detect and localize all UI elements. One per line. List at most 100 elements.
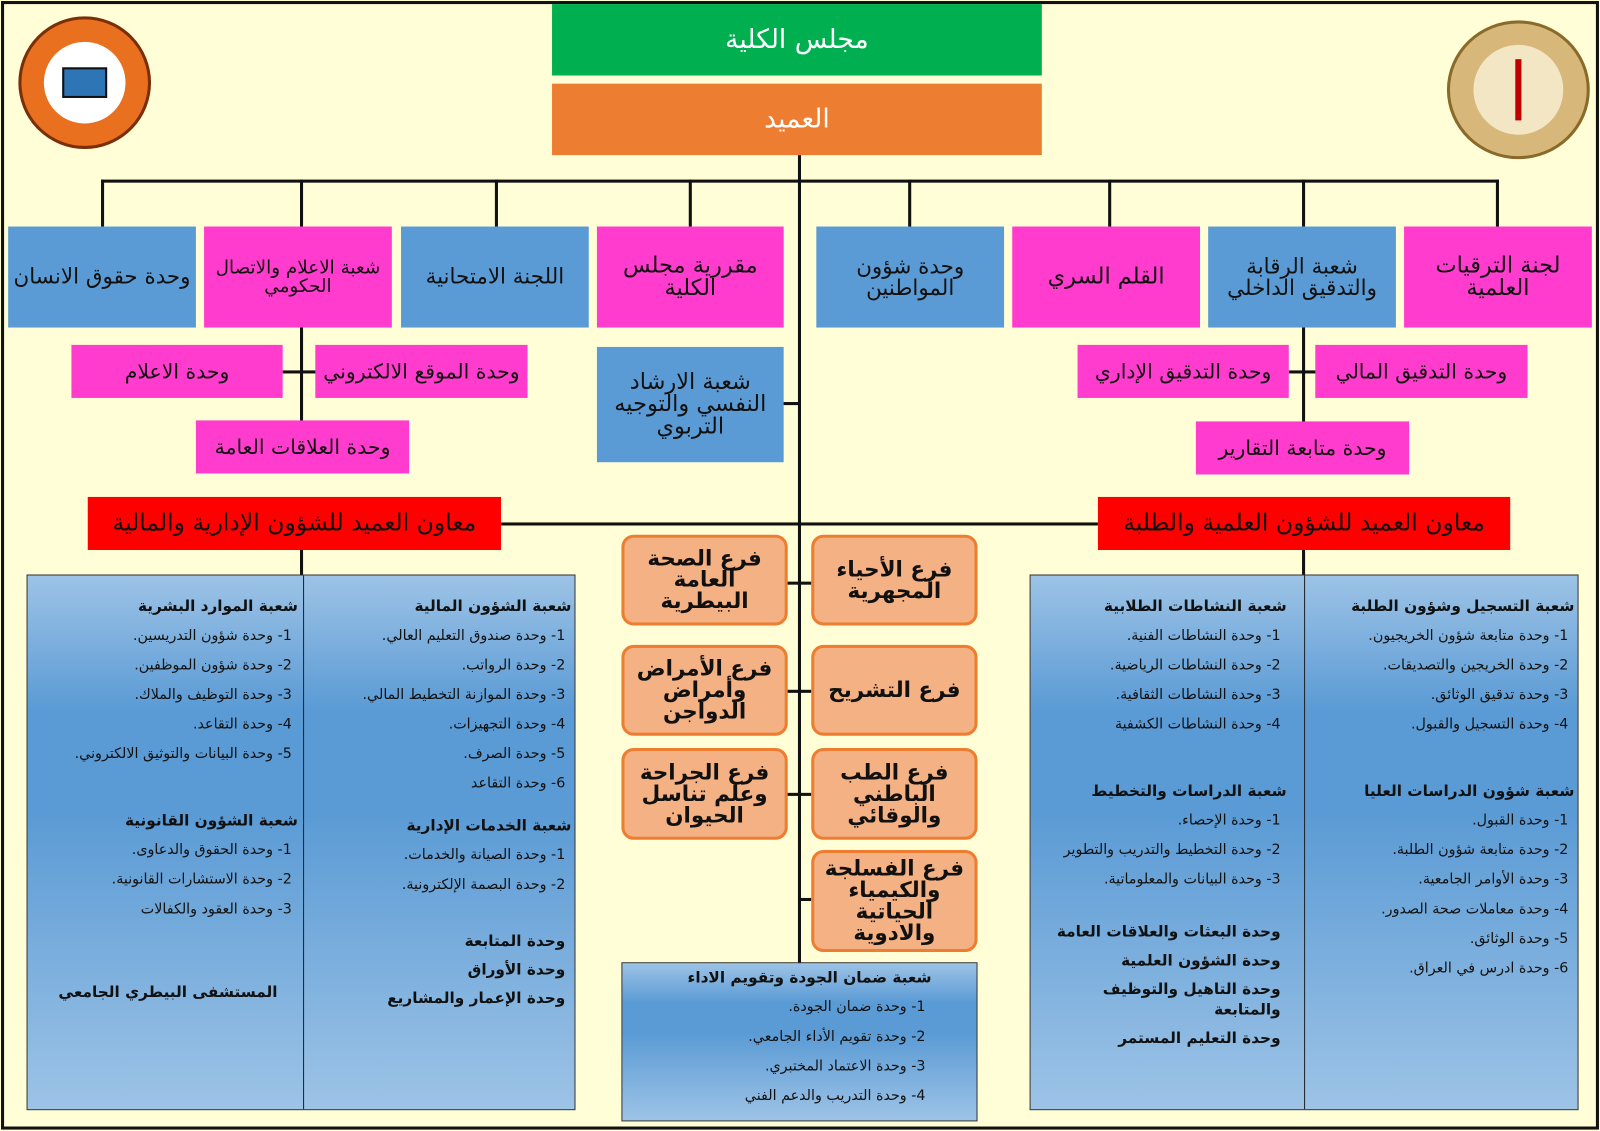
- list-item: 3- وحدة الاعتماد المختبري.: [764, 1058, 926, 1075]
- list-item: 2- وحدة البصمة الإلكترونية.: [401, 876, 566, 893]
- list-item: 1- وحدة شؤون التدريسين.: [133, 627, 292, 644]
- media-division-box[interactable]: شعبة الاعلام والاتصال الحكومي: [204, 226, 392, 328]
- unit-item: وحدة التعليم المستمر: [1118, 1028, 1281, 1047]
- list-item: 1- وحدة متابعة شؤون الخريجيون.: [1368, 627, 1569, 644]
- media-unit-box[interactable]: وحدة الاعلام: [71, 344, 283, 398]
- scientific-panel: شعبة التسجيل وشؤون الطلبة 1- وحدة متابعة…: [1029, 574, 1579, 1111]
- list-item: 2- وحدة الاستشارات القانونية.: [111, 871, 292, 888]
- connector: [786, 792, 812, 796]
- section-title: شعبة الخدمات الإدارية: [406, 816, 572, 835]
- item-list: 1- وحدة الحقوق والدعاوى. 2- وحدة الاستشار…: [28, 836, 302, 925]
- university-of-mosul-logo: [18, 16, 152, 149]
- section-title: شعبة الدراسات والتخطيط: [1091, 781, 1287, 800]
- section-title: شعبة التسجيل وشؤون الطلبة: [1351, 596, 1575, 616]
- financial-audit-unit-box[interactable]: وحدة التدقيق المالي: [1315, 344, 1528, 398]
- branch-label: فرع الأحياء المجهرية: [836, 556, 953, 603]
- list-item: 4- وحدة التسجيل والقبول.: [1410, 716, 1569, 733]
- unit-label: شعبة الارشاد النفسي والتوجيه التربوي: [614, 368, 767, 440]
- unit-item: وحدة البعثات والعلاقات العامة: [1056, 922, 1281, 941]
- branch-label: فرع الصحة العامة البيطرية: [647, 545, 762, 614]
- connector: [101, 179, 105, 227]
- list-item: 2- وحدة النشاطات الرياضية.: [1109, 657, 1281, 674]
- connector: [282, 370, 317, 374]
- connector: [299, 179, 304, 227]
- unit-item: وحدة المتابعة: [464, 931, 566, 950]
- connector: [1288, 370, 1317, 374]
- list-item: 6- وحدة ادرس في العراق.: [1409, 960, 1569, 977]
- reports-unit-box[interactable]: وحدة متابعة التقارير: [1195, 421, 1410, 475]
- list-item: 1- وحدة القبول.: [1472, 812, 1569, 829]
- branch-label: فرع الجراحة وعلم تناسل الحيوان: [639, 759, 770, 828]
- list-item: 1- وحدة الحقوق والدعاوى.: [131, 841, 292, 859]
- list-item: 3- وحدة الأوامر الجامعية.: [1418, 871, 1569, 888]
- list-item: 5- وحدة البيانات والتوثيق الالكتروني.: [74, 745, 292, 763]
- item-list: 1- وحدة النشاطات الفنية. 2- وحدة النشاطات…: [1031, 621, 1291, 739]
- branch-physiology[interactable]: فرع الفسلجة والكيمياء الحياتية والادوية: [811, 849, 978, 953]
- connector: [688, 179, 692, 227]
- list-item: 5- وحدة الصرف.: [463, 745, 566, 763]
- branch-anatomy[interactable]: فرع التشريح: [811, 644, 978, 736]
- veterinary-college-logo: [1446, 20, 1590, 160]
- branch-label: فرع الفسلجة والكيمياء الحياتية والادوية: [824, 856, 965, 945]
- human-rights-unit-box[interactable]: وحدة حقوق الانسان: [8, 226, 196, 328]
- unit-label: وحدة حقوق الانسان: [13, 264, 191, 289]
- list-item: 2- وحدة الرواتب.: [461, 657, 566, 674]
- college-council-label: مجلس الكلية: [725, 24, 869, 56]
- item-list: 1- وحدة الصيانة والخدمات.2- وحدة البصمة …: [305, 841, 575, 900]
- assistant-dean-scientific-box[interactable]: معاون العميد للشؤون العلمية والطلبة: [1097, 496, 1511, 550]
- college-council-box[interactable]: مجلس الكلية: [552, 4, 1042, 76]
- divider: [303, 575, 305, 1110]
- list-item: 1- وحدة ضمان الجودة.: [788, 998, 926, 1016]
- branch-surgery[interactable]: فرع الجراحة وعلم تناسل الحيوان: [621, 747, 788, 840]
- confidential-office-box[interactable]: القلم السري: [1012, 226, 1200, 328]
- assistant-dean-admin-box[interactable]: معاون العميد للشؤون الإدارية والمالية: [87, 496, 502, 550]
- counseling-division-box[interactable]: شعبة الارشاد النفسي والتوجيه التربوي: [596, 346, 784, 463]
- main-connector: [797, 155, 802, 964]
- section-title: شعبة الشؤون القانونية: [124, 811, 298, 830]
- list-item: 1- وحدة النشاطات الفنية.: [1126, 627, 1281, 644]
- dean-label: العميد: [764, 104, 830, 135]
- dean-box[interactable]: العميد: [552, 83, 1042, 156]
- item-list: 1- وحدة الإحصاء.2- وحدة التخطيط والتدريب…: [1031, 806, 1291, 895]
- connector: [299, 549, 304, 576]
- branch-public-health[interactable]: فرع الصحة العامة البيطرية: [621, 534, 788, 626]
- branch-label: فرع الأمراض وأمراض الدواجن: [636, 656, 773, 724]
- unit-label: لجنة الترقيات العلمية: [1435, 252, 1561, 301]
- unit-label: القلم السري: [1047, 263, 1165, 290]
- branch-label: فرع الطب الباطني والوقائي: [840, 759, 949, 828]
- list-item: 5- وحدة الوثائق.: [1469, 930, 1569, 947]
- unit-label: وحدة الموقع الالكتروني: [323, 359, 520, 384]
- quality-column: شعبة ضمان الجودة وتقويم الاداء 1- وحدة ض…: [622, 963, 935, 1120]
- website-unit-box[interactable]: وحدة الموقع الالكتروني: [315, 344, 528, 398]
- connector: [908, 179, 912, 227]
- list-item: 1- وحدة صندوق التعليم العالي.: [381, 627, 566, 644]
- unit-label: مقررية مجلس الكلية: [623, 252, 758, 301]
- connector: [1108, 179, 1112, 227]
- item-list: 1- وحدة شؤون التدريسين.2- وحدة شؤون المو…: [28, 621, 302, 769]
- promotions-committee-box[interactable]: لجنة الترقيات العلمية: [1404, 226, 1592, 328]
- admin-audit-unit-box[interactable]: وحدة التدقيق الإداري: [1077, 344, 1289, 398]
- top-connector: [101, 179, 1499, 183]
- list-item: 2- وحدة تقويم الأداء الجامعي.: [748, 1028, 926, 1045]
- exam-committee-box[interactable]: اللجنة الامتحانية: [401, 226, 589, 328]
- unit-label: وحدة العلاقات العامة: [214, 434, 391, 460]
- unit-item: وحدة الشؤون العلمية: [1121, 951, 1281, 970]
- internal-audit-division-box[interactable]: شعبة الرقابة والتدقيق الداخلي: [1208, 226, 1396, 328]
- list-item: 6- وحدة التقاعد: [471, 775, 566, 792]
- connector: [798, 897, 812, 902]
- quality-title: شعبة ضمان الجودة وتقويم الاداء: [687, 968, 932, 987]
- unit-item: وحدة التاهيل والتوظيف والمتابعة: [1102, 979, 1281, 1019]
- branch-label: فرع التشريح: [828, 677, 961, 703]
- caduceus-icon: [1515, 59, 1522, 121]
- council-rapporteur-box[interactable]: مقررية مجلس الكلية: [596, 226, 784, 328]
- list-item: 3- وحدة الموازنة التخطيط المالي.: [362, 686, 566, 704]
- branch-pathology[interactable]: فرع الأمراض وأمراض الدواجن: [621, 644, 788, 736]
- public-relations-unit-box[interactable]: وحدة العلاقات العامة: [195, 420, 410, 474]
- list-item: 4- وحدة التدريب والدعم الفني: [744, 1087, 926, 1105]
- unit-label: شعبة الرقابة والتدقيق الداخلي: [1227, 253, 1377, 300]
- citizens-affairs-unit-box[interactable]: وحدة شؤون المواطنين: [816, 226, 1005, 328]
- branch-internal-medicine[interactable]: فرع الطب الباطني والوقائي: [811, 747, 978, 840]
- branch-microbiology[interactable]: فرع الأحياء المجهرية: [811, 534, 978, 626]
